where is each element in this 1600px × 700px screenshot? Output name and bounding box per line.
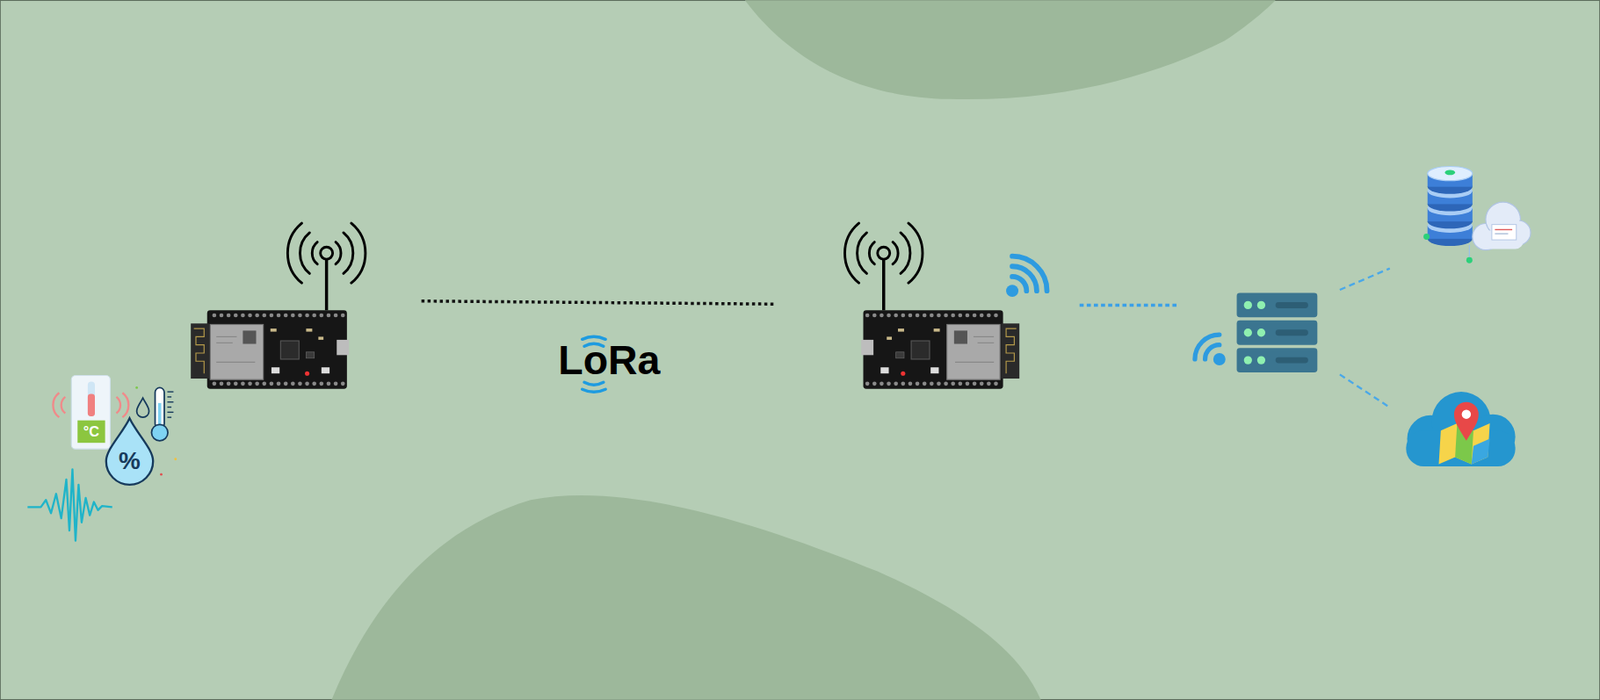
- percent-label: %: [118, 448, 141, 474]
- unit-label: °C: [83, 424, 100, 439]
- esp32-board: [844, 223, 1020, 389]
- server-icon: [1237, 292, 1318, 373]
- cloud-link: [1339, 374, 1389, 406]
- lora-link: [421, 301, 776, 305]
- database-icon: [1423, 166, 1531, 263]
- blob-bottom: [331, 495, 1041, 700]
- blob-top: [745, 0, 1276, 100]
- wifi-link: [1079, 304, 1180, 307]
- wifi-icon: [1194, 334, 1226, 366]
- map-cloud-icon: [1405, 391, 1515, 467]
- sensor-icons: [27, 376, 177, 542]
- lora-logo-text: LoRa: [557, 340, 660, 381]
- esp32-board: [190, 223, 366, 389]
- wifi-icon: [1006, 256, 1047, 297]
- cloud-link: [1339, 268, 1391, 290]
